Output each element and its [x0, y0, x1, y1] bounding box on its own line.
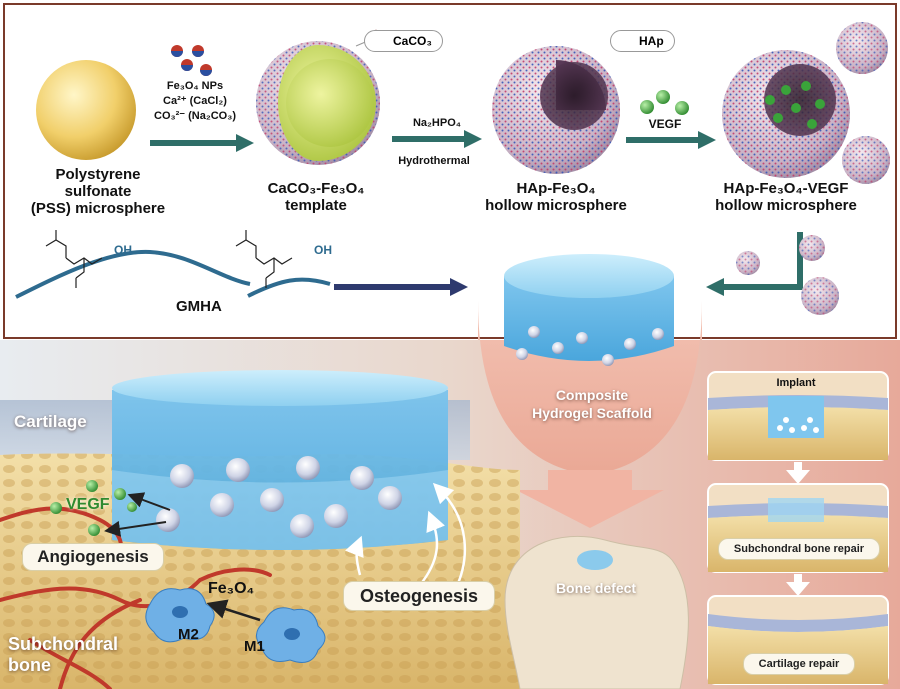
m1-to-m2-arrow: [206, 599, 261, 622]
stage-implant-panel: [707, 371, 889, 461]
angiogenesis-text: Angiogenesis: [37, 547, 149, 566]
hydrogel-cylinder-svg: [504, 254, 674, 366]
down-arrow: [516, 470, 664, 528]
bone-defect-label: Bone defect: [555, 580, 637, 596]
gmha-oh-1: OH: [114, 243, 132, 257]
gmha-structure: [45, 230, 293, 288]
reagents-step1: Fe₃O₄ NPs Ca²⁺ (CaCl₂) CO₃²⁻ (Na₂CO₃): [154, 79, 236, 124]
pss-microsphere: [36, 60, 136, 160]
cartilage-repair-text: Cartilage repair: [758, 658, 840, 670]
vegf-label-line1: HAp-Fe₃O₄-VEGF: [723, 180, 849, 197]
reagent-na2hpo4: Na₂HPO₄: [412, 117, 462, 129]
template-label-line2: template: [285, 197, 347, 214]
hap-label: HAp-Fe₃O₄ hollow microsphere: [485, 180, 627, 214]
hap-hollow-sphere: [492, 46, 620, 174]
subchondral-label-line2: bone: [8, 655, 51, 675]
implant-hydrogel: [112, 370, 448, 550]
subchondral-repair-pill: Subchondral bone repair: [718, 538, 880, 560]
reagent-ca: Ca²⁺ (CaCl₂): [163, 95, 227, 107]
vegf-reagent-icon: [640, 90, 689, 115]
hap-bubble-text: HAp: [639, 34, 664, 48]
subchondral-repair-text: Subchondral bone repair: [733, 543, 865, 555]
down-arrow-2: [786, 582, 810, 596]
template-label-line1: CaCO₃-Fe₃O₄: [267, 180, 365, 197]
composite-label: Composite Hydrogel Scaffold: [532, 386, 652, 422]
gmha-label: GMHA: [176, 298, 222, 315]
vegf-label: HAp-Fe₃O₄-VEGF hollow microsphere: [715, 180, 857, 214]
fe3o4-nps-icon: [171, 45, 212, 76]
caco3-bubble: CaCO₃: [364, 30, 443, 52]
down-arrow-1: [786, 470, 810, 484]
subchondral-label: Subchondral bone: [8, 634, 118, 676]
vegf-label-bottom: VEGF: [66, 496, 110, 513]
osteogenesis-arrows: [345, 482, 466, 591]
composite-label-line1: Composite: [555, 387, 629, 403]
fe3o4-label-bottom: Fe₃O₄: [208, 580, 255, 597]
pss-label-line3: (PSS) microsphere: [30, 200, 166, 217]
knee-bone: [504, 535, 689, 689]
cartilage-label: Cartilage: [14, 412, 87, 431]
template-label: CaCO₃-Fe₃O₄ template: [268, 180, 365, 214]
osteogenesis-pill: Osteogenesis: [343, 581, 495, 611]
reagent-vegf: VEGF: [648, 117, 682, 131]
hap-label-line2: hollow microsphere: [485, 197, 627, 214]
caco3-template-sphere: [256, 41, 380, 165]
caco3-bubble-text: CaCO₃: [393, 34, 432, 48]
gmha-oh-2: OH: [314, 243, 332, 257]
condition-hydrothermal: Hydrothermal: [398, 155, 470, 167]
m1-label: M1: [244, 638, 265, 655]
gmha-polymer: [15, 249, 331, 299]
m2-label: M2: [178, 626, 199, 643]
pss-label-line2: sulfonate: [64, 183, 132, 200]
reagent-co3: CO₃²⁻ (Na₂CO₃): [154, 110, 236, 122]
osteogenesis-text: Osteogenesis: [359, 586, 479, 606]
implant-label: Implant: [776, 377, 816, 389]
cartilage-repair-pill: Cartilage repair: [743, 653, 855, 675]
composite-label-line2: Hydrogel Scaffold: [532, 405, 652, 421]
subchondral-label-line1: Subchondral: [8, 634, 119, 654]
composite-hydrogel-cylinder: [498, 248, 680, 378]
vegf-label-line2: hollow microsphere: [715, 197, 857, 214]
hap-bubble: HAp: [610, 30, 675, 52]
m1-macrophage: [256, 607, 326, 663]
angiogenesis-pill: Angiogenesis: [22, 543, 164, 571]
pss-label: Polystyrene sulfonate (PSS) microsphere: [31, 166, 165, 217]
pss-label-line1: Polystyrene: [55, 166, 141, 183]
vegf-hollow-sphere: [722, 50, 850, 178]
reagent-fe3o4: Fe₃O₄ NPs: [166, 80, 224, 92]
hap-label-line1: HAp-Fe₃O₄: [516, 180, 596, 197]
implant-particles: [156, 456, 402, 538]
m2-macrophage: [145, 588, 215, 643]
